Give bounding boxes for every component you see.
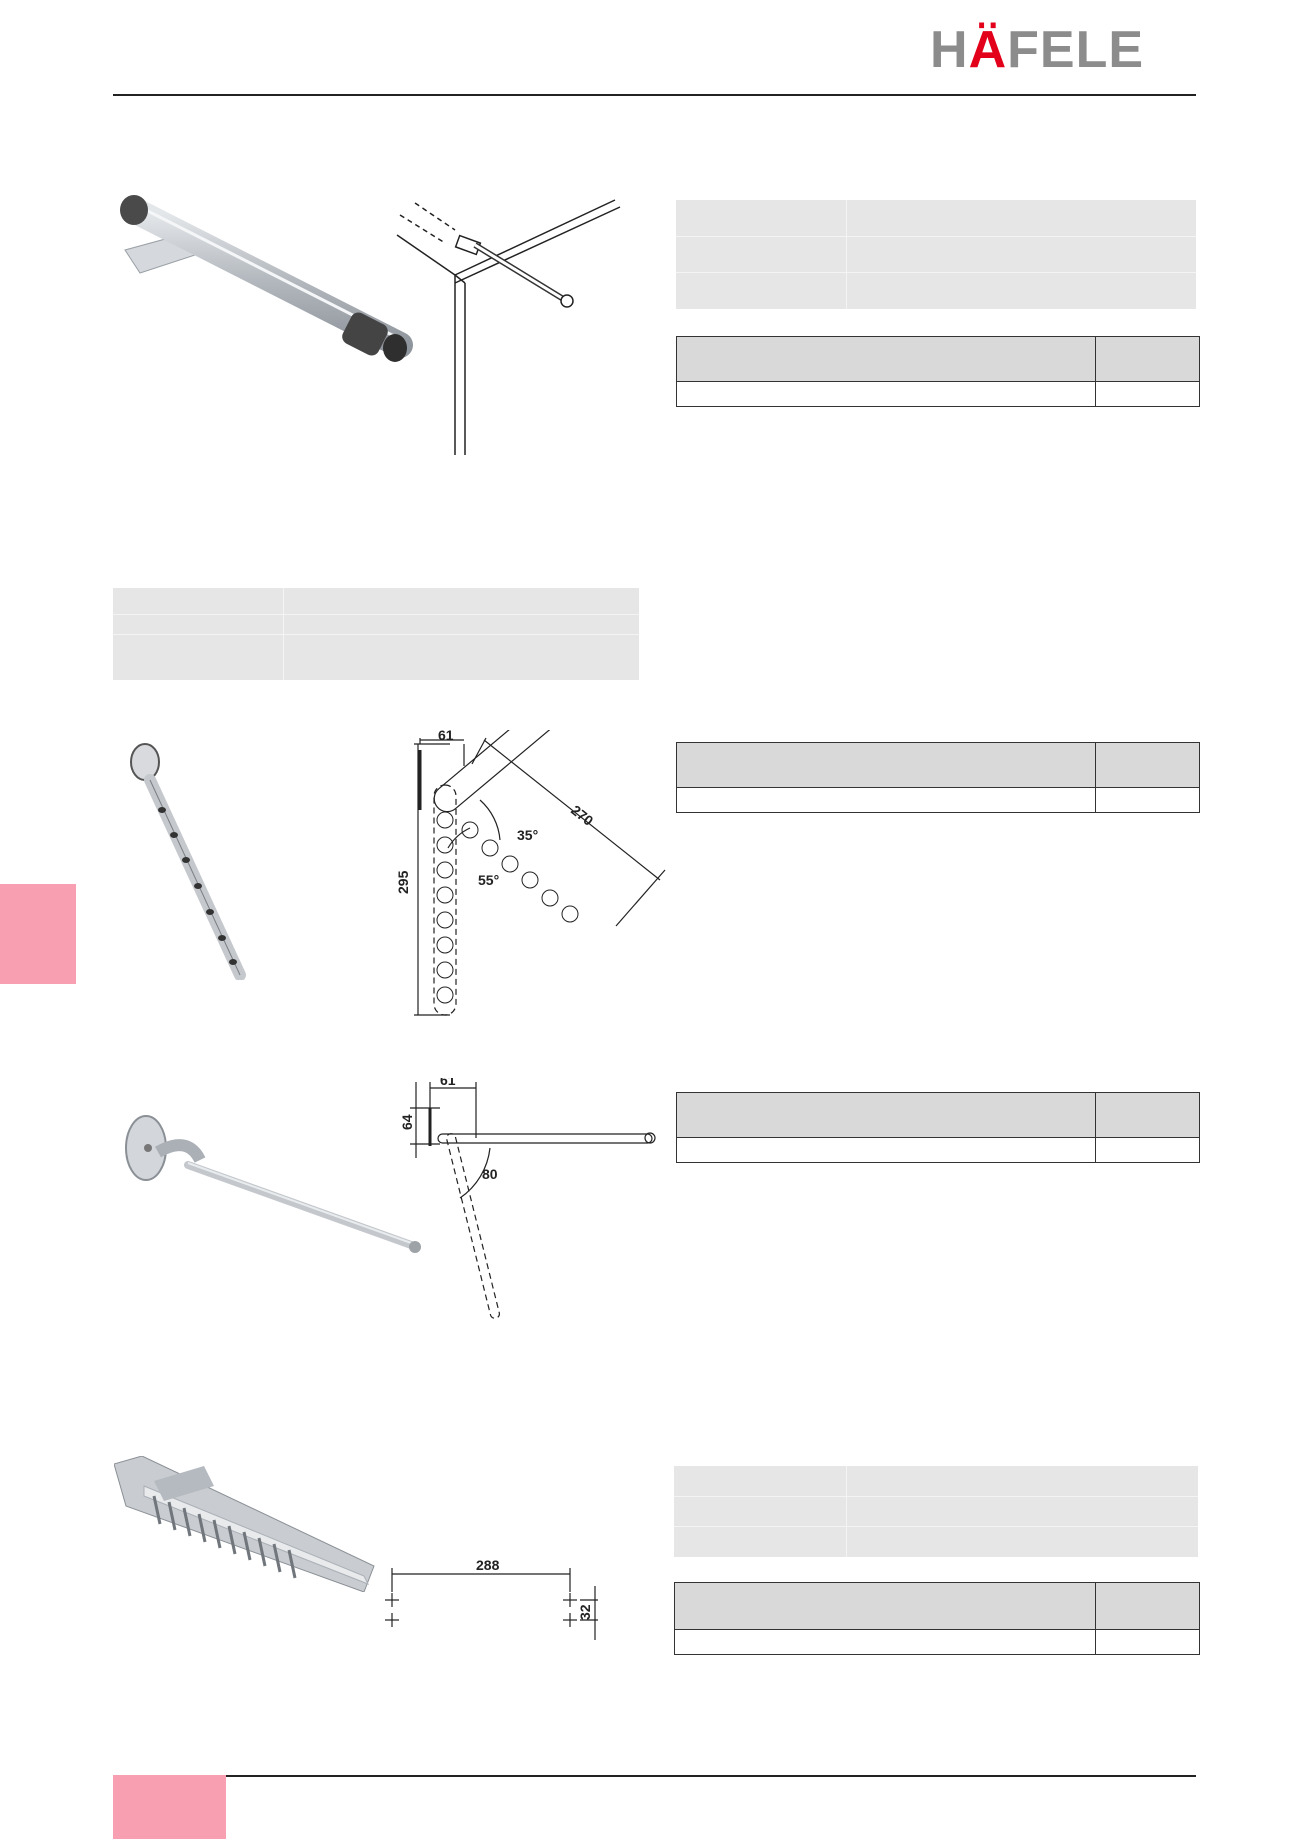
swivel-width-label: 61 (440, 1078, 456, 1088)
spec-box-3 (674, 1466, 1198, 1557)
swivel-radius-label: 80 (482, 1166, 498, 1182)
tie-rack-photo (114, 1456, 375, 1592)
swivel-rod-drawing: 61 64 80 (400, 1078, 656, 1319)
logo-accent-letter: Ä (968, 21, 1008, 79)
tie-rack-spacing-label: 288 (476, 1557, 500, 1573)
dim-width-label: 61 (438, 730, 454, 743)
order-table-4 (674, 1582, 1200, 1655)
pull-out-rod-installation-drawing (396, 199, 621, 455)
pull-out-rod-photo (120, 195, 413, 362)
swivel-rod-photo (125, 1115, 421, 1253)
chapter-side-tab (0, 884, 76, 984)
spec-box-2 (113, 588, 639, 680)
swivel-height-label: 64 (400, 1114, 415, 1130)
spec-box-1 (676, 200, 1196, 309)
angle-lower-label: 55° (478, 872, 499, 888)
order-table-1 (676, 336, 1200, 407)
hanger-arm-photo (130, 743, 246, 980)
hanger-arm-drawing: 61 295 270 35° 55° (395, 730, 666, 1016)
order-table-3 (676, 1092, 1200, 1163)
brand-logo: HÄFELE (930, 24, 1144, 76)
tie-rack-pitch-label: 32 (577, 1604, 593, 1620)
header-divider (113, 94, 1196, 96)
logo-prefix: H (930, 21, 969, 79)
dim-height-label: 295 (395, 870, 411, 894)
order-table-2 (676, 742, 1200, 813)
logo-suffix: FELE (1007, 21, 1145, 79)
tie-rack-drawing: 288 32 (385, 1557, 598, 1640)
footer-corner-tab (113, 1775, 226, 1839)
footer-divider (226, 1775, 1196, 1777)
dim-length-label: 270 (568, 802, 596, 829)
angle-upper-label: 35° (517, 827, 538, 843)
